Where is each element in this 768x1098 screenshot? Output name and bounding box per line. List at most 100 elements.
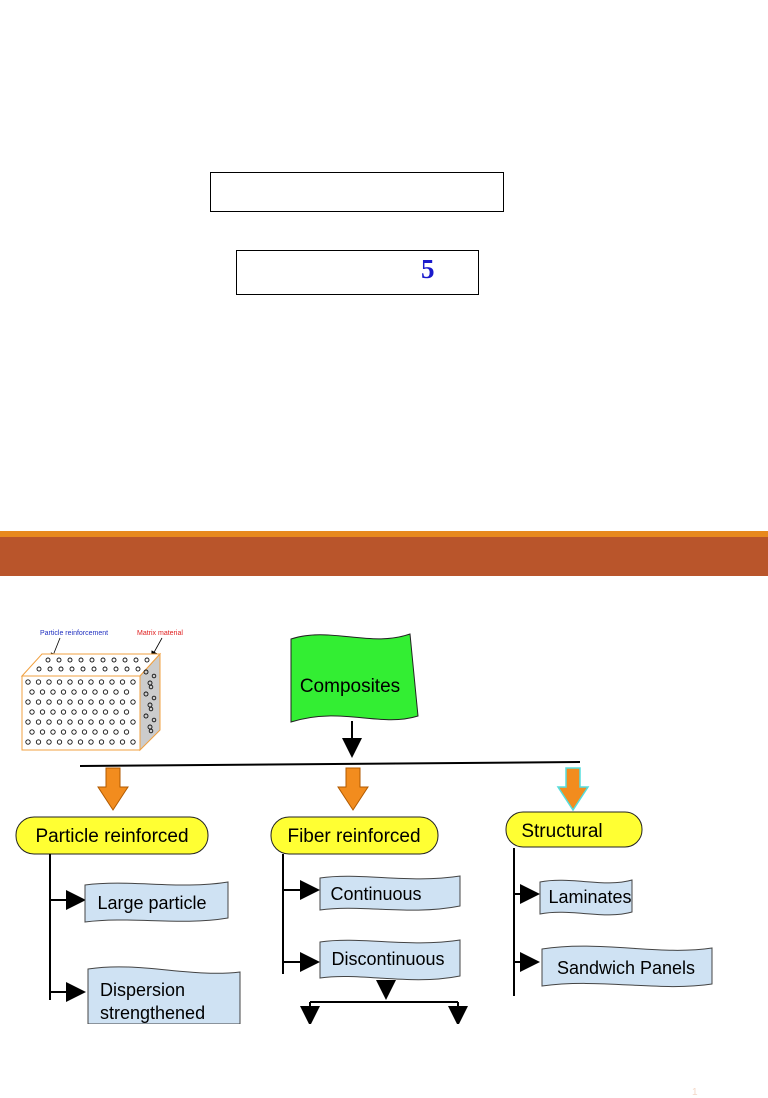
particle-dot [77,719,84,725]
particle-dot [71,709,77,715]
particle-dot [102,666,108,672]
particle-dot [58,666,64,672]
particle-dot [124,666,130,672]
particle-dot [92,689,98,695]
laminates-label: Laminates [548,887,631,907]
particle-dot [109,699,115,705]
particle-dot [35,679,42,685]
particle-dot [81,709,88,715]
particles [25,657,157,745]
particle-dot [119,699,126,705]
sandwich-panels-box [541,945,713,988]
particle-dot [98,699,105,705]
particle-dot [50,729,56,735]
particle-dot [130,679,136,685]
particle-dot [113,729,119,735]
particle-dot [98,679,105,685]
particle-dot [46,719,52,725]
continuous-text: Continuous [330,884,421,904]
particle-dot [77,679,84,685]
particle-dot [135,666,141,672]
matrix-material-label: Matrix material [137,630,183,637]
particle-dot [60,709,67,715]
particle-dot [67,739,73,745]
title-slide: 5 1 [0,172,768,1098]
particle-dot [113,689,119,695]
particle-dot [91,666,97,672]
particle-dot [119,739,126,745]
continuous-box [319,875,461,911]
particle-dot [69,666,75,672]
title-textbox [210,172,504,212]
chapter-number: 5 [421,254,435,284]
particle-dot [143,691,149,697]
particle-dot [88,699,94,705]
particle-dot [39,709,46,715]
particle-dot [39,689,46,695]
fiber-reinforced-pill [270,816,439,855]
discontinuous-label: Discontinuous [331,949,444,969]
particle-dot [60,689,67,695]
particle-dot [151,695,157,701]
particle-dot [56,657,62,663]
particle-dot [123,729,130,735]
dispersion-label: Dispersion [100,980,185,1000]
particle-dot [102,729,109,735]
particle-reinforcement-label: Particle reinforcement [40,630,108,637]
particle-dot [88,719,94,725]
particle-dot [98,719,105,725]
particle-dot [151,717,157,723]
composites-diagram: Particle reinforcement Matrix material C… [15,630,713,1024]
particle-dot [109,739,115,745]
particle-dot [29,689,35,695]
accent-line [0,531,768,537]
particle-dot [77,739,84,745]
particle-dot [148,706,154,712]
discontinuous-box [319,939,461,981]
particle-dot [47,666,53,672]
particle-composite-figure: Particle reinforcement Matrix material [20,630,183,752]
particle-dot [123,689,130,695]
dispersion-box [87,966,241,1024]
fiber-reinforced-label: Fiber reinforced [287,826,420,847]
particle-dot [71,729,77,735]
branch-connector [79,761,581,767]
particle-dot [25,699,31,705]
particle-dot [92,709,98,715]
particle-dot [35,699,42,705]
particle-dot [78,657,84,663]
particle-dot [67,679,73,685]
matrix-pointer [151,637,163,658]
particle-dot [88,679,94,685]
particle-dot [71,689,77,695]
particle-dot [123,709,130,715]
large-particle-box [84,881,229,923]
particle-dot [80,666,86,672]
particle-dot [130,739,136,745]
particle-dot [130,719,136,725]
particle-dot [36,666,42,672]
particle-dot [50,689,56,695]
particle-dot [102,709,109,715]
particle-dot [113,709,119,715]
strengthened-label: strengthened [100,1003,205,1023]
box-front-face [21,675,141,751]
particle-dot [77,699,84,705]
particle-dot [151,673,157,679]
particle-dot [81,729,88,735]
particle-reinforced-pill [15,816,209,855]
particle-dot [92,729,98,735]
particle-dot [45,657,51,663]
particle-dot [109,719,115,725]
particle-dot [143,713,149,719]
particle-dot [56,739,63,745]
particle-dot [56,699,63,705]
particle-reinforced-label: Particle reinforced [35,826,188,847]
structural-label: Structural [521,821,602,842]
page-number: 1 [692,1087,698,1098]
particle-dot [60,729,67,735]
particle-dot [50,709,56,715]
particle-dot [89,657,95,663]
particle-dot [88,739,94,745]
particle-dot [67,657,73,663]
